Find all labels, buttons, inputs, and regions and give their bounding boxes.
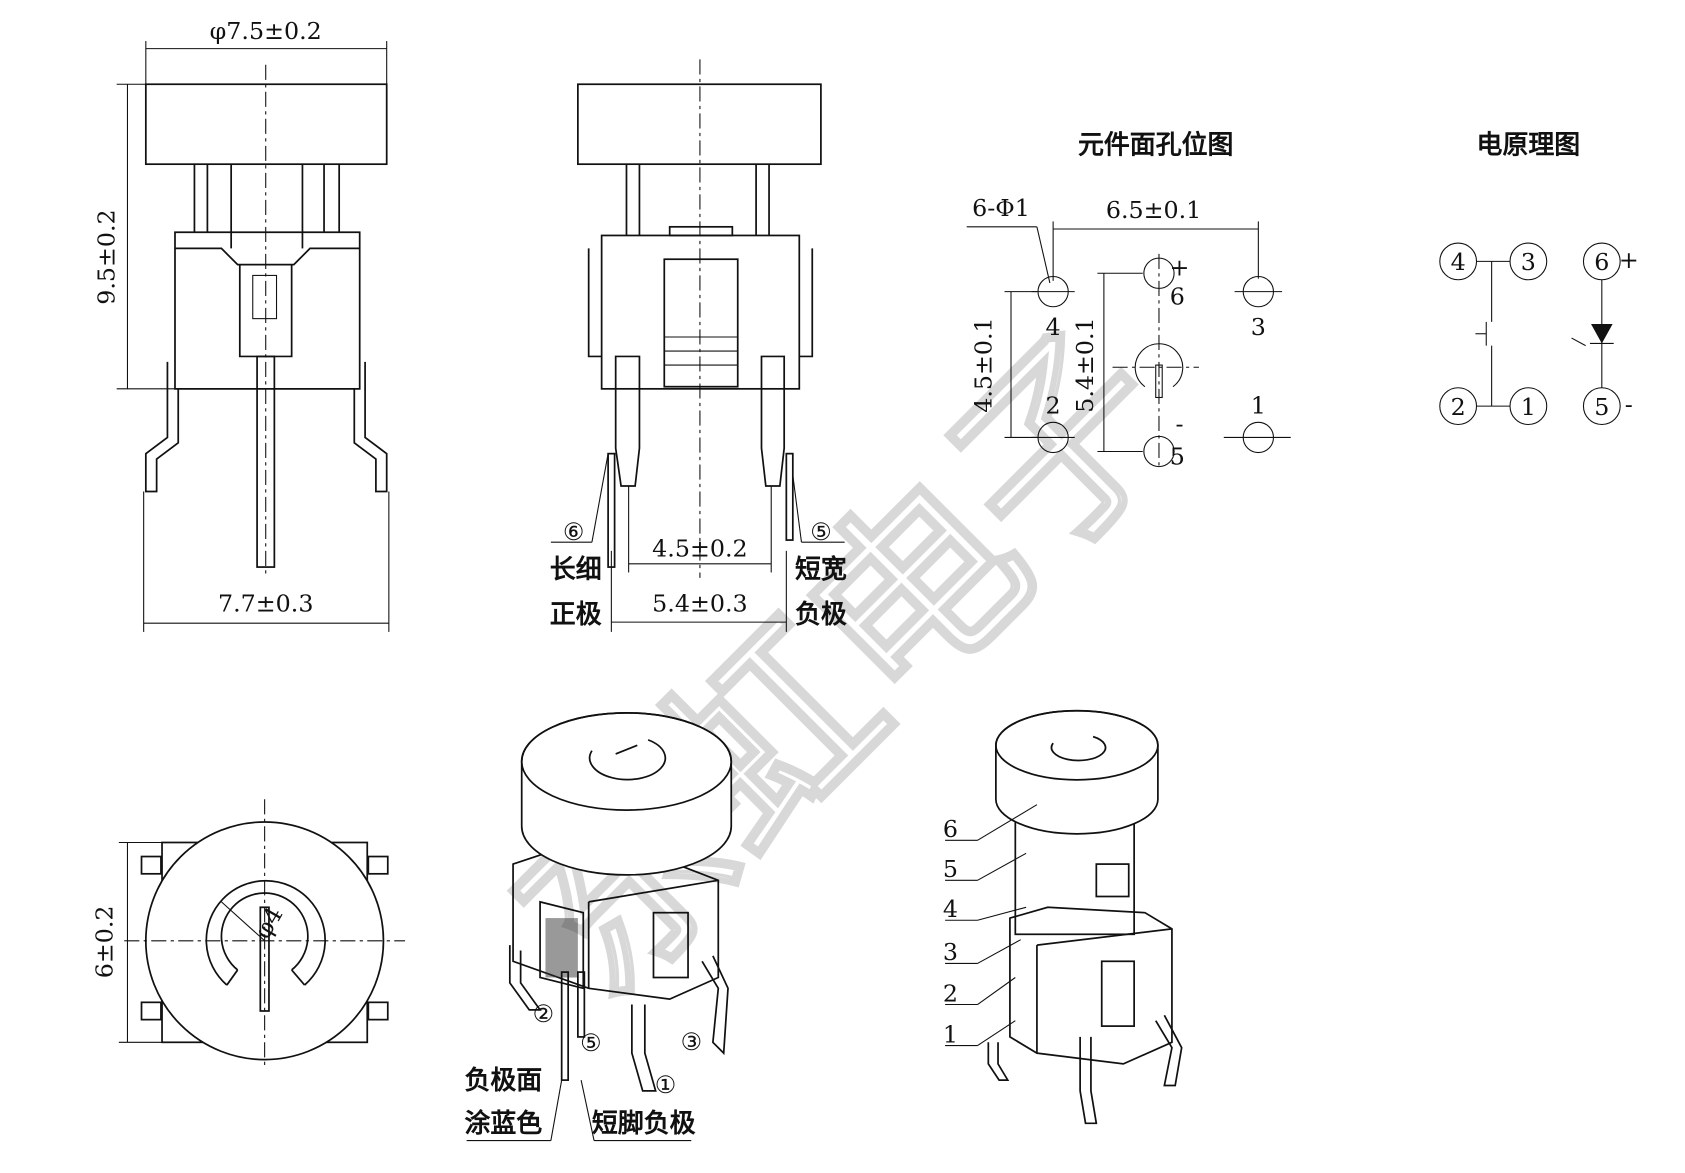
schematic-minus: - — [1625, 391, 1633, 419]
hole-minus-sign: - — [1175, 410, 1183, 438]
pin6-desc-2: 正极 — [550, 600, 602, 630]
iso1-pin-1: ① — [655, 1071, 676, 1099]
iso1-note-left-1: 负极面 — [464, 1066, 542, 1096]
pin6-number: ⑥ — [563, 518, 584, 546]
pin5-desc-1: 短宽 — [795, 554, 847, 585]
hole-5-label: 5 — [1170, 442, 1185, 470]
hole-spec: 6-Φ1 — [972, 194, 1030, 222]
iso2-callout-1: 1 — [943, 1020, 958, 1048]
schematic-pin-6: 6 — [1594, 248, 1609, 276]
hole-layout: 元件面孔位图 6-Φ1 6.5±0.1 4.5±0.1 5.4±0.1 4 6 … — [966, 129, 1291, 470]
iso2-callout-5: 5 — [943, 855, 958, 883]
schematic-pin-1: 1 — [1521, 393, 1536, 421]
schematic-pin-3: 3 — [1521, 248, 1536, 276]
hole-layout-title: 元件面孔位图 — [1078, 129, 1233, 160]
iso-view-1: ② ⑤ ③ ① 负极面 涂蓝色 短脚负极 — [464, 712, 733, 1142]
vertical-spacing-b-dim: 5.4±0.1 — [1071, 317, 1099, 412]
width-dim: 7.7±0.3 — [218, 589, 313, 617]
schematic-pin-5: 5 — [1594, 393, 1609, 421]
hole-4-label: 4 — [1046, 313, 1061, 341]
hole-6-label: 6 — [1170, 283, 1185, 311]
top-view-height-dim: 6±0.2 — [90, 905, 118, 978]
pin6-desc-1: 长细 — [550, 554, 602, 585]
iso1-pin-5: ⑤ — [580, 1029, 601, 1057]
iso1-pin-2: ② — [533, 1000, 554, 1028]
iso1-note-right: 短脚负极 — [592, 1109, 696, 1139]
iso-view-2: 6 5 4 3 2 1 — [943, 709, 1183, 1125]
cap-diameter-dim: φ7.5±0.2 — [210, 17, 322, 45]
schematic: 电原理图 4 3 2 1 6 5 + - — [1439, 130, 1639, 426]
iso2-callout-2: 2 — [943, 979, 958, 1007]
inner-pin-spacing-dim: 4.5±0.2 — [652, 534, 747, 562]
pin5-desc-2: 负极 — [795, 600, 847, 630]
outer-pin-spacing-dim: 5.4±0.3 — [652, 589, 747, 617]
iso2-callout-4: 4 — [943, 895, 958, 923]
height-dim: 9.5±0.2 — [93, 209, 121, 304]
front-view: φ7.5±0.2 9.5±0.2 7.7±0.3 — [93, 17, 390, 632]
hole-plus-sign: + — [1170, 253, 1190, 281]
schematic-title: 电原理图 — [1477, 130, 1581, 160]
schematic-pin-2: 2 — [1451, 393, 1466, 421]
horizontal-spacing-dim: 6.5±0.1 — [1106, 196, 1201, 224]
hole-2-label: 2 — [1046, 392, 1061, 420]
iso1-note-left-2: 涂蓝色 — [464, 1108, 542, 1139]
iso2-callout-6: 6 — [943, 815, 958, 843]
vertical-spacing-a-dim: 4.5±0.1 — [970, 317, 998, 412]
schematic-plus: + — [1619, 246, 1639, 274]
top-view: φ4 6±0.2 — [90, 799, 406, 1070]
hole-3-label: 3 — [1251, 313, 1266, 341]
schematic-pin-4: 4 — [1451, 248, 1466, 276]
hole-1-label: 1 — [1251, 392, 1266, 420]
pin5-number: ⑤ — [810, 518, 831, 546]
iso2-callout-3: 3 — [943, 938, 958, 966]
iso1-pin-3: ③ — [681, 1028, 702, 1056]
side-view: 4.5±0.2 5.4±0.3 ⑥ 长细 正极 ⑤ 短宽 负极 — [550, 59, 847, 632]
